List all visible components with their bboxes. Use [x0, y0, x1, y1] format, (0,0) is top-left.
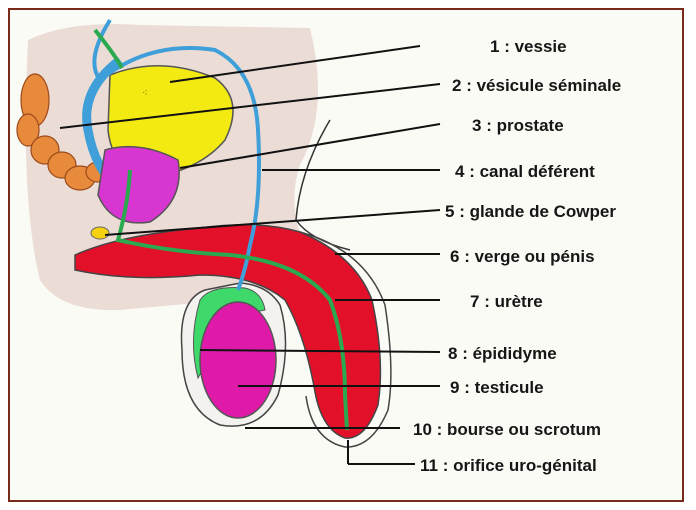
label-8: 8 : épididyme [448, 344, 557, 363]
label-list: 1 : vessie 2 : vésicule séminale 3 : pro… [413, 37, 621, 475]
label-11: 11 : orifice uro-génital [420, 456, 597, 475]
label-9: 9 : testicule [450, 378, 544, 397]
label-1: 1 : vessie [490, 37, 567, 56]
label-5: 5 : glande de Cowper [445, 202, 616, 221]
label-6: 6 : verge ou pénis [450, 247, 595, 266]
label-4: 4 : canal déférent [455, 162, 595, 181]
bladder-marks: ⁖ [142, 88, 148, 99]
label-10: 10 : bourse ou scrotum [413, 420, 601, 439]
label-2: 2 : vésicule séminale [452, 76, 621, 95]
label-3: 3 : prostate [472, 116, 564, 135]
testis [200, 302, 276, 418]
label-7: 7 : urètre [470, 292, 543, 311]
cowper-gland [91, 227, 109, 239]
